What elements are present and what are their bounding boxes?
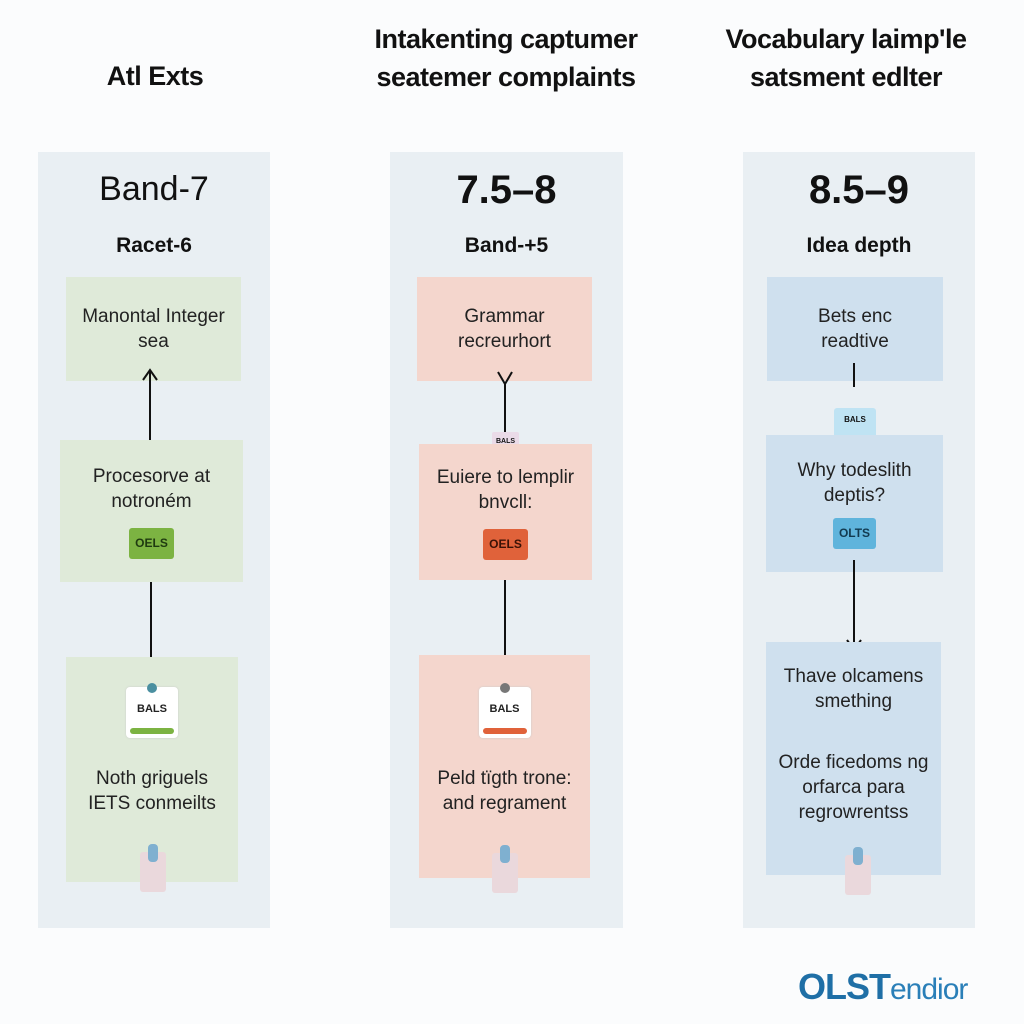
badge: OELS: [129, 527, 174, 559]
card-dot-icon: [499, 683, 510, 693]
column-1-box-2: Procesorve at notroném OELS: [60, 440, 243, 582]
badge: OLTS: [832, 518, 877, 549]
column-2-box-2: Euiere to lemplir bnvcll: OELS: [419, 444, 592, 580]
subtitle: Idea depth: [806, 234, 912, 257]
column-3-box-2: Why todeslith deptis? OLTS: [766, 435, 943, 572]
figurine-icon: [140, 844, 166, 892]
box-text: Bets enc readtive: [818, 306, 892, 352]
column-2-heading: Intakenting captumer seatemer complaints: [374, 24, 638, 92]
arrow-fork-icon: [497, 371, 513, 432]
box-text-2: Orde ficedoms ng orfarca para regrowrent…: [778, 752, 929, 823]
column-3-box-3: Thave olcamens smething Orde ficedoms ng…: [766, 642, 941, 875]
box-text: Noth griguels IETS conmeilts: [88, 768, 216, 814]
arrow-down-icon: [497, 580, 513, 674]
arrow-down-icon: [143, 582, 159, 670]
figurine-icon: [845, 847, 871, 895]
bals-card: BALS: [126, 683, 178, 738]
box-text: Thave olcamens smething: [783, 666, 924, 712]
band-label: 8.5–9: [808, 168, 910, 212]
column-2-box-3: BALS Peld tïgth trone: and regrament: [419, 655, 590, 878]
column-1-box-1: Manontal Integer sea: [66, 277, 241, 381]
column-3-box-1: Bets enc readtive: [767, 277, 943, 381]
subtitle: Band-+5: [464, 234, 549, 257]
box-text: Grammar recreurhort: [458, 306, 551, 352]
figurine-icon: [492, 845, 518, 893]
band-label: Band-7: [99, 170, 209, 208]
box-text: Why todeslith deptis?: [797, 460, 912, 506]
band-label: 7.5–8: [456, 168, 557, 212]
box-text: Procesorve at notroném: [92, 465, 211, 512]
badge: OELS: [483, 528, 528, 560]
column-1-heading: Atl Exts: [106, 61, 204, 91]
brand-logo: OLSTendior: [798, 966, 968, 1007]
arrow-down-icon: [846, 560, 862, 652]
column-2-box-1: Grammar recreurhort: [417, 277, 592, 381]
arrow-up-icon: [142, 368, 158, 440]
connector-line: [853, 363, 855, 387]
box-text: Manontal Integer sea: [82, 306, 225, 352]
column-3-heading: Vocabulary laimp'le satsment edlter: [725, 24, 967, 92]
box-text: Euiere to lemplir bnvcll:: [436, 466, 575, 513]
card-dot-icon: [147, 683, 157, 693]
bals-card: BALS: [478, 683, 531, 738]
box-text: Peld tïgth trone: and regrament: [437, 768, 572, 814]
subtitle: Racet-6: [116, 234, 192, 257]
